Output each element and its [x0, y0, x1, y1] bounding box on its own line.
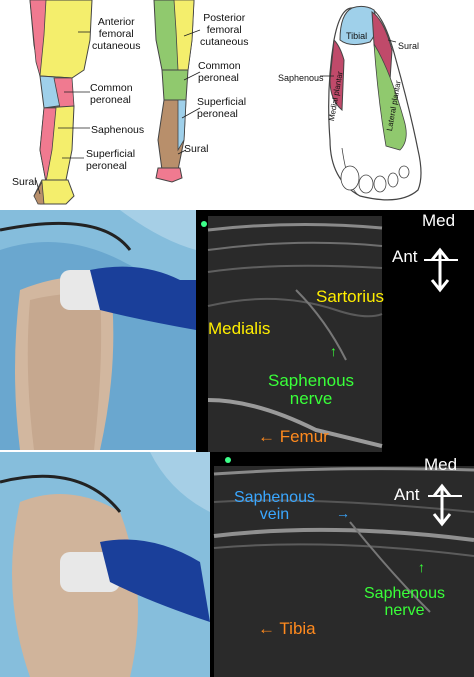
label-posterior-femoral-cutaneous: Posterior femoral cutaneous	[200, 12, 249, 48]
ultrasound-1-scan	[196, 210, 474, 452]
us2-vein-arrow: →	[336, 505, 350, 521]
foot-plantar-diagram	[300, 0, 474, 208]
us1-sartorius-label: Sartorius	[316, 287, 385, 306]
anterior-leg-drawing	[29, 0, 93, 205]
us2-saphenous-nerve-label: Saphenous nerve	[364, 585, 445, 619]
label-anterior-sural: Sural	[12, 176, 37, 188]
us2-ant-label: Ant	[394, 485, 420, 504]
label-foot-saphenous: Saphenous	[278, 73, 324, 83]
us2-med-label: Med	[424, 455, 458, 474]
ultrasound-image-1	[196, 210, 474, 452]
posterior-leg-diagram	[148, 0, 268, 190]
ultrasound-2-scan	[210, 452, 474, 677]
us1-med-label: Med	[422, 211, 456, 230]
label-anterior-superficial-peroneal: Superficial peroneal	[86, 148, 136, 172]
ultrasound-image-2	[210, 452, 474, 677]
label-anterior-femoral-cutaneous: Anterior femoral cutaneous	[92, 16, 141, 52]
us1-saphenous-nerve-label: Saphenous nerve	[268, 371, 355, 408]
posterior-leg-drawing	[153, 0, 201, 183]
photo-knee-probe	[0, 210, 196, 450]
foot-sole-drawing	[320, 5, 422, 201]
label-posterior-sural: Sural	[184, 143, 209, 155]
knee-probe-photo	[0, 210, 196, 450]
label-posterior-superficial-peroneal: Superficial peroneal	[197, 96, 247, 120]
calf-probe-photo	[0, 452, 210, 677]
us2-saphenous-vein-label: Saphenous vein	[234, 489, 315, 523]
us1-medialis-label: Medialis	[208, 319, 271, 338]
us1-femur-label: ← Femur	[258, 427, 329, 446]
label-anterior-saphenous: Saphenous	[91, 124, 145, 136]
us1-up-arrow: ↑	[330, 343, 337, 359]
us2-up-arrow: ↑	[418, 559, 425, 575]
us2-tibia-label: ← Tibia	[258, 619, 316, 638]
label-posterior-common-peroneal: Common peroneal	[198, 60, 241, 84]
label-anterior-common-peroneal: Common peroneal	[90, 82, 133, 106]
label-foot-sural: Sural	[398, 41, 420, 51]
label-foot-tibial: Tibial	[346, 31, 368, 41]
anterior-leg-diagram	[0, 0, 160, 208]
photo-calf-probe	[0, 452, 210, 677]
us1-ant-label: Ant	[392, 247, 418, 266]
